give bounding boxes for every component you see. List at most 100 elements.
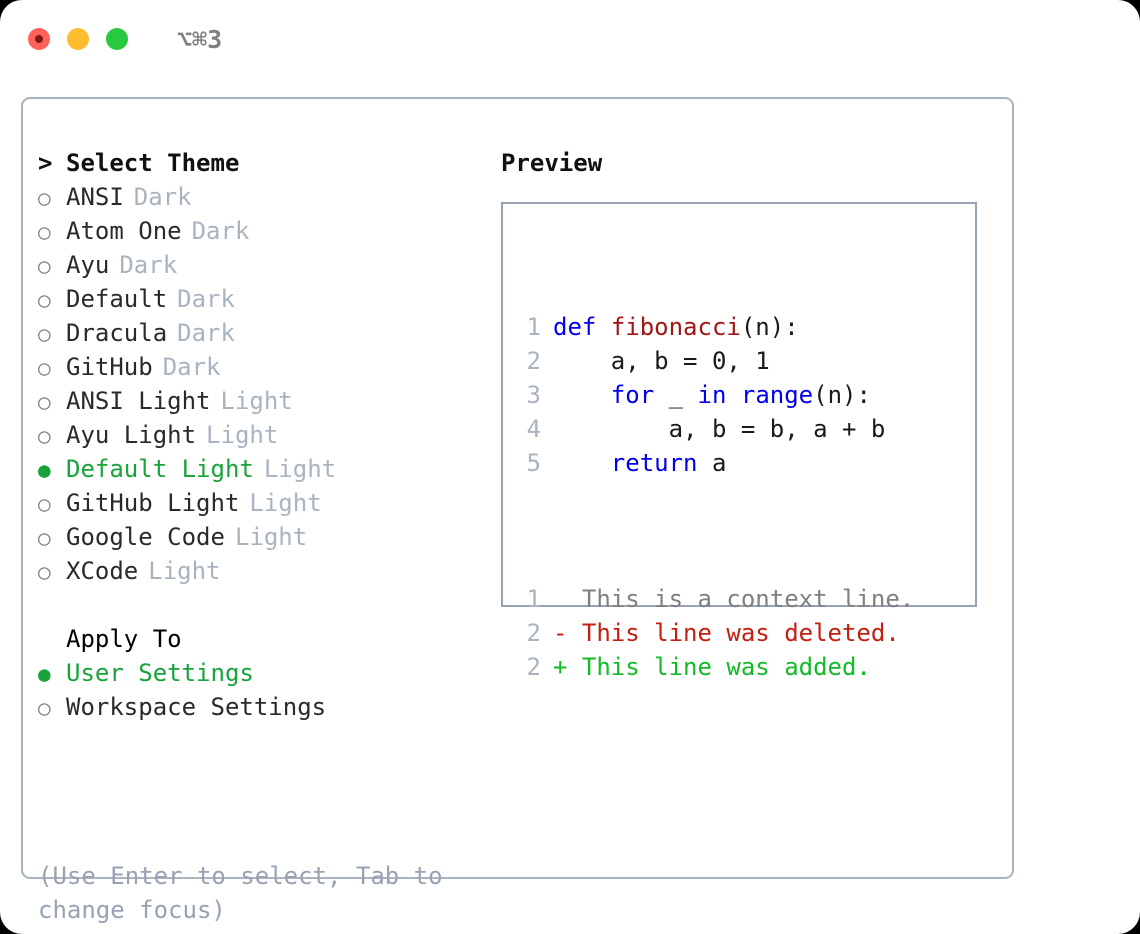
code-line-text: def fibonacci(n): bbox=[553, 310, 799, 344]
theme-option-variant-tag: Dark bbox=[191, 217, 250, 245]
theme-option-variant-tag: Light bbox=[249, 489, 322, 517]
theme-option-variant-tag: Dark bbox=[119, 251, 178, 279]
keyboard-shortcut-label: ⌥⌘3 bbox=[177, 24, 223, 54]
code-line: 2 a, b = 0, 1 bbox=[517, 344, 914, 378]
theme-list-title: Select Theme bbox=[66, 149, 240, 177]
prompt-caret-icon: > bbox=[38, 149, 53, 177]
zoom-button[interactable] bbox=[106, 28, 128, 50]
code-token-plain: (n): bbox=[813, 381, 871, 409]
radio-selected-icon: ● bbox=[38, 662, 51, 686]
preview-title: Preview bbox=[501, 149, 603, 177]
theme-option-row[interactable]: ○ ANSI Dark bbox=[38, 180, 488, 214]
line-number: 2 bbox=[526, 347, 541, 375]
radio-unselected-icon: ○ bbox=[38, 220, 51, 244]
theme-option-variant-tag: Light bbox=[148, 557, 221, 585]
code-token-kw: in bbox=[697, 381, 727, 409]
radio-unselected-icon: ○ bbox=[38, 424, 51, 448]
theme-option-label: Dracula bbox=[66, 319, 168, 347]
code-token-plain: (n): bbox=[740, 313, 799, 341]
diff-line-text: - This line was deleted. bbox=[553, 619, 900, 647]
radio-unselected-icon: ○ bbox=[38, 696, 51, 720]
code-line: 3 for _ in range(n): bbox=[517, 378, 914, 412]
theme-option-variant-tag: Light bbox=[220, 387, 293, 415]
code-token-kw: def bbox=[553, 313, 597, 341]
theme-option-variant-tag: Light bbox=[206, 421, 279, 449]
close-button[interactable] bbox=[28, 28, 50, 50]
diff-line-text: This is a context line. bbox=[553, 585, 915, 613]
code-line: 5 return a bbox=[517, 446, 914, 480]
theme-option-row[interactable]: ○ GitHub Light Light bbox=[38, 486, 488, 520]
theme-option-variant-tag: Dark bbox=[177, 285, 235, 313]
code-token-kw: return bbox=[610, 449, 698, 477]
theme-list-header: > Select Theme bbox=[38, 146, 488, 180]
apply-to-option-row[interactable]: ● User Settings bbox=[38, 656, 488, 690]
code-token-kw: for bbox=[610, 381, 655, 409]
theme-option-label: GitHub bbox=[66, 353, 153, 381]
line-number: 2 bbox=[526, 619, 541, 647]
theme-option-label: Atom One bbox=[66, 217, 182, 245]
apply-to-option-label: Workspace Settings bbox=[66, 693, 327, 721]
radio-unselected-icon: ○ bbox=[38, 356, 51, 380]
radio-unselected-icon: ○ bbox=[38, 254, 51, 278]
code-line-text: return a bbox=[553, 446, 727, 480]
code-token-plain bbox=[596, 313, 610, 341]
apply-to-option-label: User Settings bbox=[66, 659, 254, 687]
title-bar: ⌥⌘3 bbox=[0, 0, 1140, 78]
theme-option-label: ANSI Light bbox=[66, 387, 211, 415]
theme-option-label: Google Code bbox=[66, 523, 225, 551]
theme-option-variant-tag: Dark bbox=[133, 183, 192, 211]
window-controls bbox=[28, 28, 128, 50]
theme-option-label: Default Light bbox=[66, 455, 254, 483]
code-line-text: a, b = b, a + b bbox=[553, 412, 886, 446]
theme-option-variant-tag: Light bbox=[263, 455, 337, 483]
theme-option-row[interactable]: ○ Ayu Dark bbox=[38, 248, 488, 282]
theme-option-label: XCode bbox=[66, 557, 139, 585]
theme-option-label: Default bbox=[66, 285, 168, 313]
minimize-button[interactable] bbox=[67, 28, 89, 50]
radio-unselected-icon: ○ bbox=[38, 526, 51, 550]
list-spacer bbox=[38, 588, 488, 622]
diff-line-text: + This line was added. bbox=[553, 653, 871, 681]
theme-option-label: ANSI bbox=[66, 183, 124, 211]
apply-to-option-row[interactable]: ○ Workspace Settings bbox=[38, 690, 488, 724]
line-number: 1 bbox=[526, 585, 541, 613]
apply-to-header: Apply To bbox=[38, 622, 488, 656]
theme-option-row[interactable]: ○ GitHub Dark bbox=[38, 350, 488, 384]
theme-option-row[interactable]: ○ Default Dark bbox=[38, 282, 488, 316]
theme-option-row[interactable]: ○ Atom One Dark bbox=[38, 214, 488, 248]
code-line-text: a, b = 0, 1 bbox=[553, 344, 770, 378]
code-line-text: for _ in range(n): bbox=[553, 378, 871, 412]
radio-unselected-icon: ○ bbox=[38, 186, 51, 210]
theme-option-variant-tag: Dark bbox=[162, 353, 221, 381]
diff-block: 1 This is a context line. 2 - This line wa… bbox=[517, 582, 915, 684]
keyboard-hint-text: (Use Enter to select, Tab to change focu… bbox=[38, 862, 443, 924]
code-token-fn: fibonacci bbox=[610, 313, 741, 341]
theme-option-label: GitHub Light bbox=[66, 489, 240, 517]
theme-option-variant-tag: Dark bbox=[177, 319, 235, 347]
code-token-plain bbox=[726, 381, 740, 409]
line-number: 2 bbox=[526, 653, 541, 681]
theme-option-label: Ayu bbox=[66, 251, 110, 279]
radio-unselected-icon: ○ bbox=[38, 288, 51, 312]
line-number: 5 bbox=[526, 449, 541, 477]
code-token-plain: a, b = b, a + b bbox=[668, 415, 886, 443]
apply-to-title: Apply To bbox=[66, 625, 182, 653]
apply-to-options-list: ● User Settings ○ Workspace Settings bbox=[38, 656, 488, 724]
code-line: 4 a, b = b, a + b bbox=[517, 412, 914, 446]
theme-option-row[interactable]: ○ Google Code Light bbox=[38, 520, 488, 554]
theme-option-variant-tag: Light bbox=[234, 523, 308, 551]
code-token-kw: range bbox=[740, 381, 814, 409]
radio-unselected-icon: ○ bbox=[38, 492, 51, 516]
